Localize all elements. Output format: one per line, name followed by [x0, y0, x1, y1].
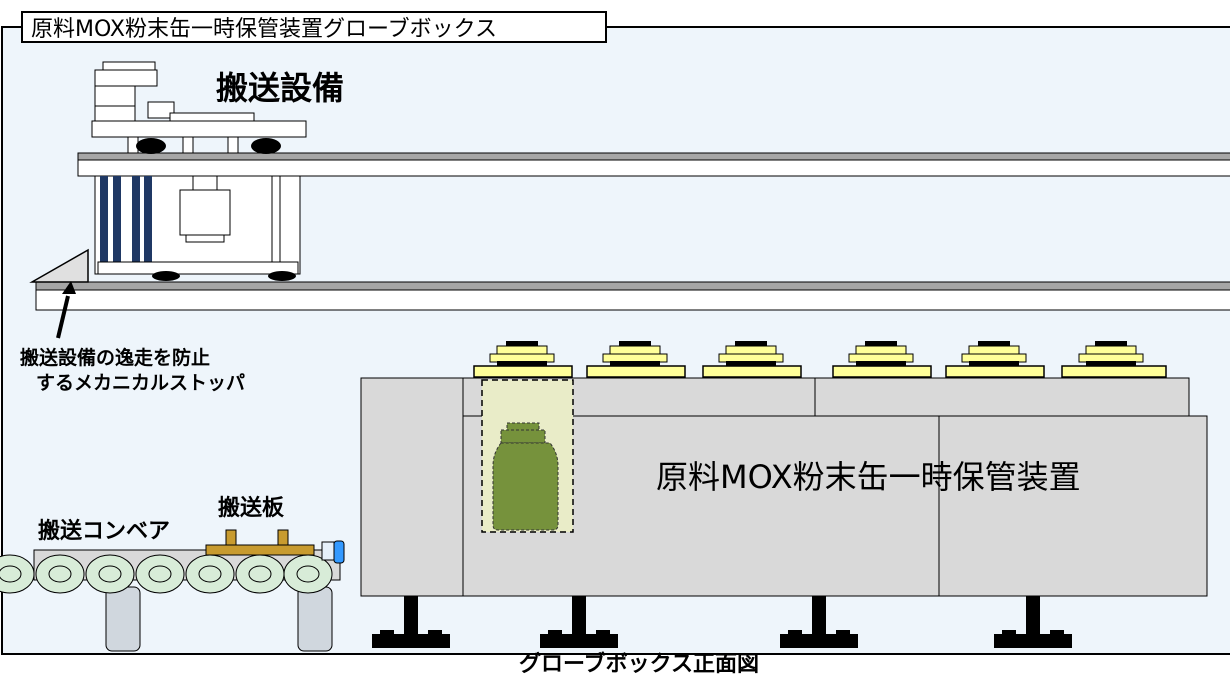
transport-plate — [205, 529, 315, 556]
wheel-icon — [268, 271, 296, 281]
wheel-icon — [152, 271, 180, 281]
arrow-icon — [56, 281, 76, 339]
gripper — [179, 189, 231, 236]
blue-column — [100, 176, 108, 262]
diagram-title: 原料MOX粉末缶一時保管装置グローブボックス — [21, 11, 607, 43]
blue-column — [113, 176, 121, 262]
lid-icon — [832, 341, 932, 378]
conveyor-leg — [297, 586, 333, 652]
figure-caption: グローブボックス正面図 — [519, 652, 760, 677]
stopper-label-line2: するメカニカルストッパ — [36, 372, 246, 394]
lid-icon — [702, 341, 802, 378]
lid-icon — [586, 341, 686, 378]
conveyor-leg — [105, 586, 141, 652]
transport-plate-label: 搬送板 — [218, 496, 285, 521]
transport-equipment-label: 搬送設備 — [216, 69, 345, 107]
blue-column — [144, 176, 152, 262]
support-legs — [372, 596, 1072, 648]
conveyor — [0, 529, 345, 652]
blue-column — [132, 176, 140, 262]
conveyor-rollers — [0, 554, 333, 594]
lid-icon — [945, 341, 1045, 378]
conveyor-label: 搬送コンベア — [38, 519, 171, 544]
storage-device-label: 原料MOX粉末缶一時保管装置 — [656, 458, 1081, 496]
canister-lids — [473, 341, 1167, 378]
end-sensor-icon — [321, 540, 345, 564]
upper-rail — [77, 152, 1230, 177]
mechanical-stopper — [29, 248, 89, 283]
stopper-label-line1: 搬送設備の逸走を防止 — [20, 347, 211, 369]
wheel-icon — [136, 138, 166, 154]
wheel-icon — [251, 138, 281, 154]
lid-icon — [1061, 341, 1167, 378]
lid-icon — [473, 341, 573, 378]
transport-cart — [91, 61, 307, 281]
lower-rail — [35, 281, 1230, 311]
canister-icon — [492, 422, 559, 531]
